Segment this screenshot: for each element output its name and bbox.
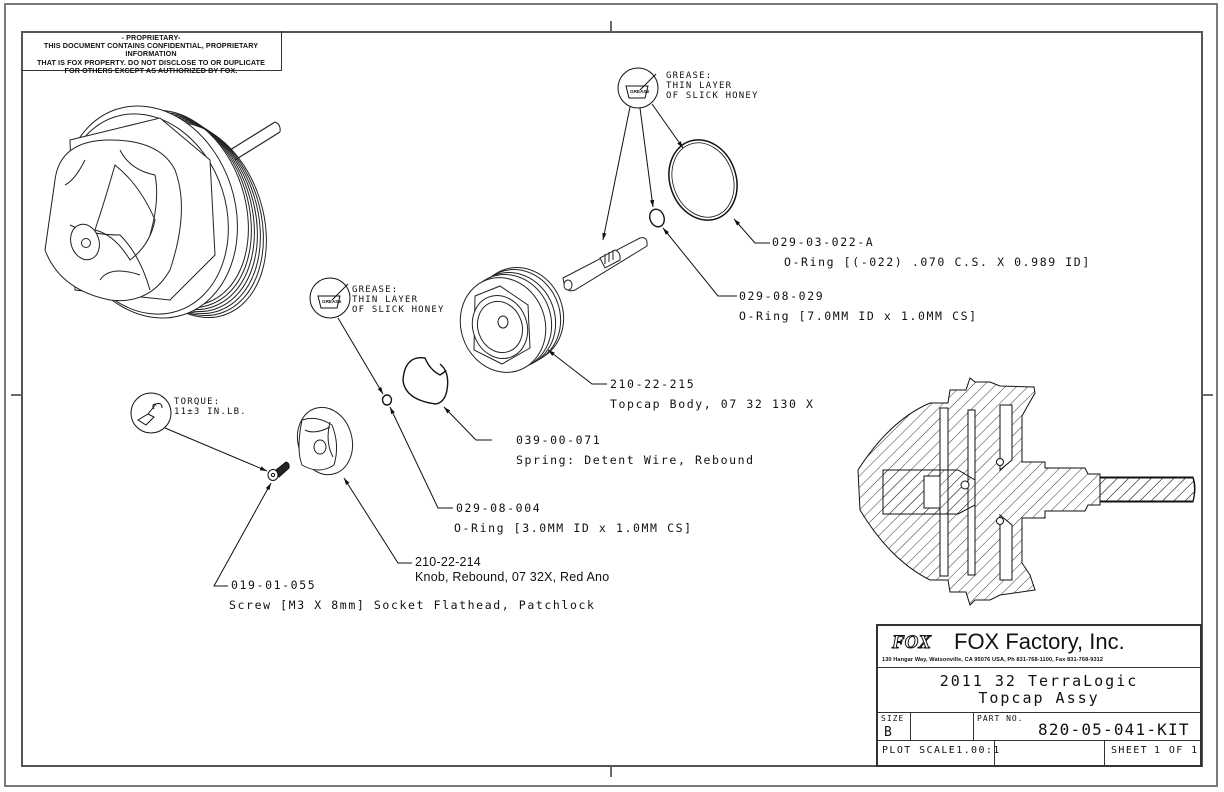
callout-029-03-022-A: 029-03-022-A O-Ring [(-022) .070 C.S. X … bbox=[772, 235, 1091, 269]
title-block-scale-sheet: PLOT SCALE1.00:1 SHEET 1 OF 1 bbox=[878, 741, 1200, 765]
oring-large bbox=[668, 139, 738, 221]
callout-210-22-214: 210-22-214 Knob, Rebound, 07 32X, Red An… bbox=[415, 555, 609, 584]
part-description: O-Ring [7.0MM ID x 1.0MM CS] bbox=[739, 309, 978, 323]
company-address: 130 Hangar Way, Watsonville, CA 95076 US… bbox=[882, 657, 1104, 663]
callout-019-01-055: 019-01-055 Screw [M3 X 8mm] Socket Flath… bbox=[229, 578, 596, 612]
part-description: O-Ring [3.0MM ID x 1.0MM CS] bbox=[454, 521, 693, 535]
grease-note-line: GREASE: bbox=[352, 285, 399, 295]
divider bbox=[910, 713, 911, 740]
part-number: 210-22-214 bbox=[415, 555, 481, 569]
part-number: 029-08-004 bbox=[456, 501, 542, 515]
leader-lines bbox=[164, 103, 770, 587]
sheet-value: 1 OF 1 bbox=[1154, 745, 1199, 756]
part-description: O-Ring [(-022) .070 C.S. X 0.989 ID] bbox=[784, 255, 1091, 269]
assembled-topcap-view bbox=[44, 105, 281, 319]
part-description: Topcap Body, 07 32 130 X bbox=[610, 397, 815, 411]
grease-icon-text: GREASE bbox=[322, 299, 341, 304]
company-name: FOX Factory, Inc. bbox=[954, 629, 1125, 654]
zone-tick-left bbox=[11, 394, 21, 396]
divider bbox=[973, 713, 974, 740]
part-number: 210-22-215 bbox=[610, 377, 696, 391]
proprietary-notice: - PROPRIETARY- THIS DOCUMENT CONTAINS CO… bbox=[21, 31, 282, 75]
grease-note-mid: GREASE: THIN LAYER OF SLICK HONEY bbox=[352, 285, 445, 315]
grease-note-line: OF SLICK HONEY bbox=[666, 91, 759, 101]
part-description: Knob, Rebound, 07 32X, Red Ano bbox=[415, 570, 610, 584]
grease-icon-top: GREASE bbox=[617, 67, 659, 109]
callout-039-00-071: 039-00-071 Spring: Detent Wire, Rebound bbox=[494, 433, 755, 467]
fox-logo: FOX bbox=[891, 632, 933, 654]
torque-wrench-icon bbox=[130, 392, 172, 434]
torque-note-line: TORQUE: bbox=[174, 397, 221, 407]
topcap-body bbox=[459, 267, 565, 373]
plot-scale: PLOT SCALE1.00:1 bbox=[882, 745, 1001, 756]
grease-note-line: OF SLICK HONEY bbox=[352, 305, 445, 315]
drawing-title-line2: Topcap Assy bbox=[978, 689, 1100, 707]
title-block-company: FOX FOX Factory, Inc. 130 Hangar Way, Wa… bbox=[878, 626, 1200, 668]
proprietary-heading: - PROPRIETARY- bbox=[121, 33, 181, 42]
grease-icon-mid: GREASE bbox=[309, 277, 351, 319]
size-value: B bbox=[884, 725, 894, 740]
oring-tiny bbox=[381, 394, 393, 406]
rebound-shaft bbox=[562, 237, 648, 292]
part-number: 039-00-071 bbox=[516, 433, 602, 447]
grease-note-top: GREASE: THIN LAYER OF SLICK HONEY bbox=[666, 71, 759, 101]
detent-wire-spring bbox=[402, 356, 449, 405]
title-block-size-part: SIZE B PART NO. 820-05-041-KIT bbox=[878, 713, 1200, 741]
divider bbox=[994, 741, 995, 765]
title-block-title: 2011 32 TerraLogic Topcap Assy bbox=[878, 668, 1200, 713]
proprietary-line: FOR OTHERS EXCEPT AS AUTHORIZED BY FOX. bbox=[64, 65, 238, 75]
cross-section-view bbox=[857, 377, 1196, 606]
proprietary-line: THAT IS FOX PROPERTY. DO NOT DISCLOSE TO… bbox=[36, 57, 266, 67]
svg-text:FOX: FOX bbox=[891, 632, 932, 653]
part-description: Spring: Detent Wire, Rebound bbox=[516, 453, 755, 467]
zone-tick-right bbox=[1203, 394, 1213, 396]
zone-tick-top bbox=[610, 21, 612, 31]
part-no-value: 820-05-041-KIT bbox=[1038, 720, 1190, 739]
divider bbox=[1104, 741, 1105, 765]
part-number: 029-08-029 bbox=[739, 289, 825, 303]
grease-note-line: THIN LAYER bbox=[352, 295, 419, 305]
zone-tick-bottom bbox=[610, 767, 612, 777]
torque-note-line: 11±3 IN.LB. bbox=[174, 407, 247, 417]
drawing-outer-border bbox=[4, 3, 1218, 787]
callout-029-08-004: 029-08-004 O-Ring [3.0MM ID x 1.0MM CS] bbox=[454, 501, 693, 535]
drawing-inner-border bbox=[21, 31, 1203, 767]
drawing-title-line1: 2011 32 TerraLogic bbox=[939, 672, 1139, 690]
sheet-label: SHEET bbox=[1111, 745, 1149, 756]
part-number: 029-03-022-A bbox=[772, 235, 875, 249]
callout-029-08-029: 029-08-029 O-Ring [7.0MM ID x 1.0MM CS] bbox=[739, 289, 978, 323]
part-number: 019-01-055 bbox=[231, 578, 317, 592]
grease-note-line: GREASE: bbox=[666, 71, 713, 81]
rebound-knob bbox=[296, 406, 354, 476]
flathead-screw bbox=[267, 461, 290, 481]
part-no-label: PART NO. bbox=[977, 714, 1024, 723]
size-label: SIZE bbox=[881, 714, 905, 723]
proprietary-line: THIS DOCUMENT CONTAINS CONFIDENTIAL, PRO… bbox=[43, 41, 259, 59]
grease-icon-text: GREASE bbox=[630, 89, 649, 94]
torque-note: TORQUE: 11±3 IN.LB. bbox=[174, 397, 247, 417]
oring-small bbox=[649, 208, 665, 228]
part-description: Screw [M3 X 8mm] Socket Flathead, Patchl… bbox=[229, 598, 596, 612]
grease-note-line: THIN LAYER bbox=[666, 81, 733, 91]
title-block: FOX FOX Factory, Inc. 130 Hangar Way, Wa… bbox=[876, 624, 1202, 767]
callout-210-22-215: 210-22-215 Topcap Body, 07 32 130 X bbox=[610, 377, 815, 411]
